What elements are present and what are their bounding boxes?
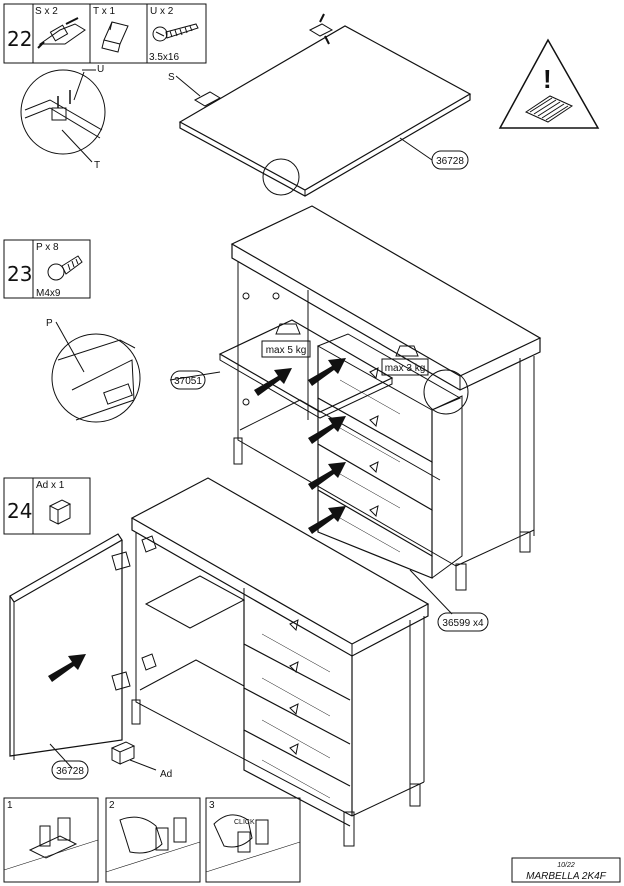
top-panel-drawing: S 36728: [168, 13, 472, 197]
step-number: 22: [7, 27, 32, 51]
substep-number: 3: [209, 800, 215, 811]
click-label: CLICK: [234, 819, 255, 826]
weight-marker-drawer: max 3 kg: [381, 345, 429, 376]
screw-p-icon: [47, 255, 83, 281]
page-footer: 10/22 MARBELLA 2K4F: [511, 857, 621, 883]
detail-circle-bracket: U T: [20, 64, 106, 171]
svg-text:!: !: [543, 64, 552, 94]
adapter-ad-icon: [48, 499, 72, 525]
cabinet-front-drawing: [130, 477, 430, 847]
insert-arrow-icon: [254, 358, 346, 534]
part-label-t: T x 1: [93, 6, 115, 17]
substep-number: 2: [109, 800, 115, 811]
callout-t: T: [94, 160, 100, 171]
shelf-weight-label: max 5 kg: [266, 345, 307, 356]
part-label-p: P x 8: [36, 242, 59, 253]
cabinet-with-drawers-drawing: 37051 max 5 kg max 3 kg: [169, 205, 542, 632]
callout-top-panel: 36728: [436, 156, 464, 167]
drawer-weight-label: max 3 kg: [385, 363, 426, 374]
callout-s: S: [168, 72, 175, 83]
callout-ad: Ad: [160, 769, 172, 780]
detail-circle-drawer: P: [46, 318, 141, 423]
warning-triangle-icon: !: [498, 38, 600, 129]
door-panel-drawing: 36728: [9, 533, 131, 780]
callout-drawers: 36599 x4: [442, 618, 484, 629]
part-label-s: S x 2: [35, 6, 58, 17]
part-label-ad: Ad x 1: [36, 480, 65, 491]
step-number: 24: [7, 499, 32, 523]
step-number: 23: [7, 262, 32, 286]
part-size-u: 3.5x16: [149, 52, 179, 63]
hand-icon: [213, 814, 253, 848]
page-number: 10/22: [557, 862, 575, 869]
step-23-parts-box: 23 P x 8 M4x9: [3, 239, 91, 299]
part-label-u: U x 2: [150, 6, 174, 17]
weight-marker-shelf: max 5 kg: [261, 323, 311, 358]
adapter-callout: Ad: [110, 741, 172, 780]
step-24-parts-box: 24 Ad x 1: [3, 477, 91, 535]
screw-u-icon: [152, 23, 199, 42]
callout-shelf: 37051: [174, 376, 202, 387]
substep-panels: 1 2 3 CLICK: [3, 797, 301, 883]
step-22-parts-box: 22 S x 2 T x 1 U x 2 3.5x16: [3, 3, 207, 64]
mount-arrow-icon: [48, 654, 86, 682]
model-name: MARBELLA 2K4F: [526, 871, 607, 882]
substep-number: 1: [7, 800, 13, 811]
part-size-p: M4x9: [36, 288, 61, 299]
drawer-stack: [316, 333, 463, 579]
connector-s-icon: [37, 17, 86, 49]
hand-icon: [119, 816, 163, 854]
bracket-t-icon: [101, 21, 129, 53]
callout-u: U: [97, 64, 104, 75]
callout-door: 36728: [56, 766, 84, 777]
callout-p: P: [46, 318, 53, 329]
